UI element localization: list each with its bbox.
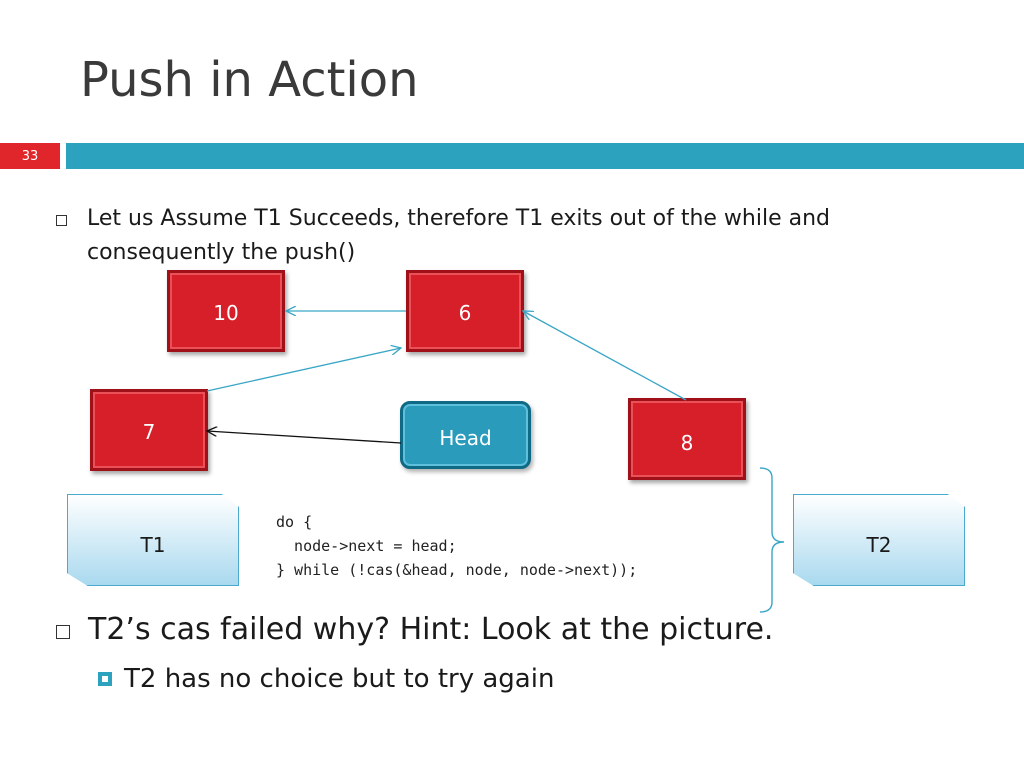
head-pointer-node: Head [400, 401, 531, 469]
node-6-label: 6 [458, 301, 472, 325]
node-7-label: 7 [142, 420, 156, 444]
cas-code-block: do { node->next = head; } while (!cas(&h… [276, 510, 637, 582]
sub-bullet-text: T2 has no choice but to try again [124, 664, 555, 694]
thread-t1-card: T1 [67, 494, 239, 586]
arrow-8-to-6 [523, 311, 687, 401]
node-8: 8 [628, 398, 746, 480]
head-label: Head [439, 426, 492, 450]
code-line: node->next = head; [276, 537, 457, 555]
slide-title: Push in Action [80, 52, 419, 108]
thread-t2-label: T2 [866, 533, 892, 557]
arrow-head-to-7 [207, 431, 402, 444]
hollow-square-bullet-icon [56, 625, 70, 639]
header-accent-bar [66, 143, 1024, 169]
bullet-question-text: T2’s cas failed why? Hint: Look at the p… [88, 612, 774, 647]
arrow-7-to-6 [206, 348, 401, 392]
right-brace [759, 467, 785, 613]
bullet-intro-text: Let us Assume T1 Succeeds, therefore T1 … [87, 206, 830, 265]
node-10-label: 10 [213, 301, 239, 325]
code-line: do { [276, 513, 313, 531]
filled-square-bullet-icon [98, 672, 112, 686]
node-10: 10 [167, 270, 285, 352]
slide-number: 33 [0, 143, 60, 169]
hollow-square-bullet-icon [56, 215, 67, 226]
bullet-intro: Let us Assume T1 Succeeds, therefore T1 … [56, 202, 956, 270]
thread-t1-label: T1 [140, 533, 166, 557]
sub-bullet: T2 has no choice but to try again [98, 661, 554, 697]
code-line: } while (!cas(&head, node, node->next)); [276, 561, 638, 579]
bullet-question: T2’s cas failed why? Hint: Look at the p… [56, 610, 773, 650]
node-8-label: 8 [680, 431, 694, 455]
thread-t2-card: T2 [793, 494, 965, 586]
